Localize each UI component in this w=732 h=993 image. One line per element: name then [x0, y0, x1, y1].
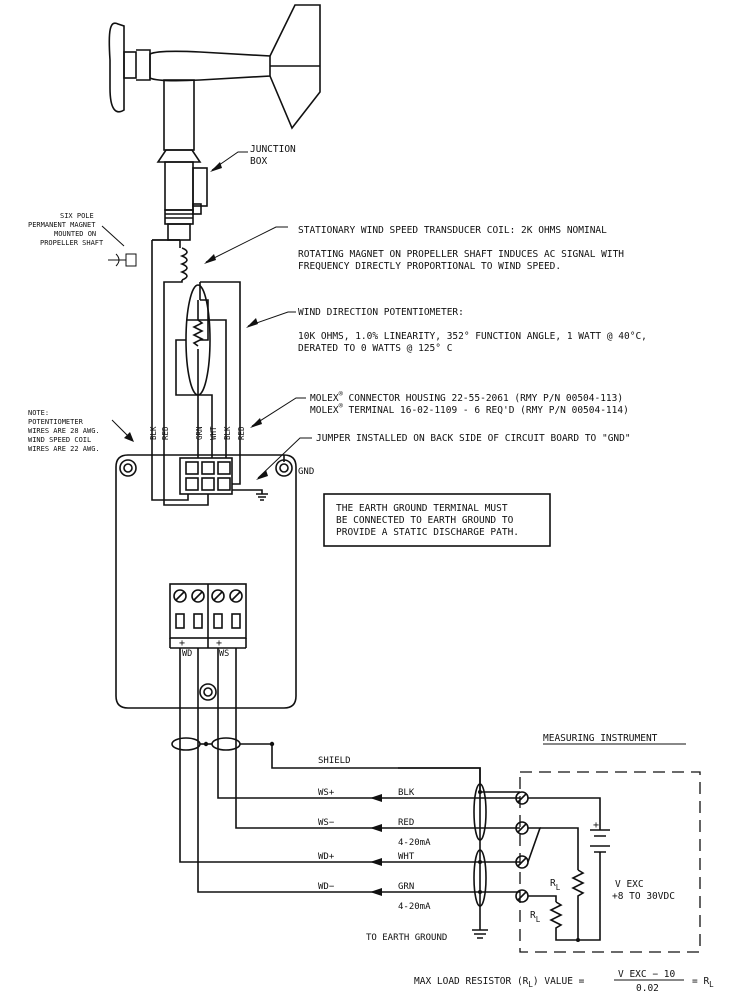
earth-ground-note [323, 493, 551, 547]
formula-mid: ) VALUE = [533, 976, 585, 987]
label-gnd: GND [298, 467, 314, 477]
wire-label-grn: GRN [195, 426, 204, 440]
molex-brand-1: MOLEX [310, 393, 339, 404]
formula-lead: MAX LOAD RESISTOR (R [414, 976, 529, 987]
load-resistor-1 [571, 869, 585, 940]
label-coil-line3: FREQUENCY DIRECTLY PROPORTIONAL TO WIND … [298, 261, 561, 272]
propeller-blade [108, 22, 125, 113]
label-red: RED [398, 818, 414, 828]
svg-text:RL: RL [550, 878, 561, 892]
note-line1: NOTE: [28, 409, 49, 417]
label-coil-line2: ROTATING MAGNET ON PROPELLER SHAFT INDUC… [298, 249, 624, 260]
label-coil-line1: STATIONARY WIND SPEED TRANSDUCER COIL: 2… [298, 225, 607, 236]
label-junction-box-line1: JUNCTION [250, 144, 296, 155]
rl-1-sub: L [556, 883, 561, 892]
label-junction-box-line2: BOX [250, 156, 267, 167]
label-magnet-line3: MOUNTED ON [54, 230, 96, 238]
formula: MAX LOAD RESISTOR (RL) VALUE = V EXC − 1… [414, 969, 714, 993]
label-pot-line2: 10K OHMS, 1.0% LINEARITY, 352° FUNCTION … [298, 331, 647, 342]
propeller-nose [136, 49, 151, 81]
coil [179, 247, 188, 281]
wire-label-red-1: RED [161, 426, 170, 440]
formula-sub-2: L [709, 980, 714, 989]
wind-sensor [108, 4, 321, 241]
label-ws-plus: WS+ [318, 788, 335, 798]
registered-mark-2: ® [339, 402, 344, 410]
note-line5: WIRES ARE 22 AWG. [28, 445, 100, 453]
twisted-pairs [398, 767, 520, 939]
earth-note-line1: THE EARTH GROUND TERMINAL MUST [336, 503, 508, 514]
label-wht: WHT [398, 852, 415, 862]
mounting-hole [199, 683, 217, 701]
label-pot-line1: WIND DIRECTION POTENTIOMETER: [298, 307, 464, 318]
label-wd: WD [182, 649, 192, 659]
measuring-instrument-box [519, 771, 701, 953]
label-grn: GRN [398, 882, 414, 892]
note-line2: POTENTIOMETER [28, 418, 84, 426]
label-magnet-line2: PERMANENT MAGNET [28, 221, 96, 229]
vexc-line2: +8 TO 30VDC [612, 891, 675, 902]
potentiometer [192, 319, 204, 347]
label-blk: BLK [398, 788, 415, 798]
label-jumper: JUMPER INSTALLED ON BACK SIDE OF CIRCUIT… [316, 433, 631, 444]
molex-brand-2: MOLEX [310, 405, 339, 416]
label-shield: SHIELD [318, 756, 351, 766]
terminal-plus-1: + [179, 638, 185, 649]
label-ws: WS [219, 649, 229, 659]
wire-label-wht: WHT [209, 426, 218, 440]
molex-connector [179, 457, 233, 495]
registered-mark-1: ® [339, 390, 344, 398]
label-4-20ma-1: 4-20mA [398, 838, 431, 848]
circuit-board [115, 420, 297, 709]
label-to-earth-ground: TO EARTH GROUND [366, 933, 447, 943]
rl-2-sub: L [536, 915, 541, 924]
label-wd-minus: WD− [318, 882, 335, 892]
label-ws-minus: WS− [318, 818, 335, 828]
mast [163, 79, 195, 151]
note-line3: WIRES ARE 28 AWG. [28, 427, 100, 435]
cable [171, 455, 481, 910]
junction-box [164, 161, 194, 211]
earth-note-line2: BE CONNECTED TO EARTH GROUND TO [336, 515, 514, 526]
battery-plus: + [593, 820, 599, 831]
formula-eq: = R [692, 976, 709, 987]
formula-numerator: V EXC − 10 [618, 969, 675, 980]
wire-label-blk-1: BLK [149, 426, 158, 440]
label-measuring-instrument: MEASURING INSTRUMENT [543, 733, 658, 744]
label-wd-plus: WD+ [318, 852, 335, 862]
label-magnet-line1: SIX POLE [60, 212, 94, 220]
molex-line2: TERMINAL 16-02-1109 - 6 REQ'D (RMY P/N 0… [343, 405, 629, 416]
note-line4: WIND SPEED COIL [28, 436, 91, 444]
battery [590, 829, 610, 853]
magnet-symbol [108, 253, 137, 267]
svg-text:MOLEX® TERMINAL 16-02-1109 - 6: MOLEX® TERMINAL 16-02-1109 - 6 REQ'D (RM… [310, 402, 629, 416]
terminal-plus-2: + [216, 638, 222, 649]
svg-text:MOLEX® CONNECTOR HOUSING 22-55: MOLEX® CONNECTOR HOUSING 22-55-2061 (RMY… [310, 390, 623, 404]
tail-fin [269, 4, 321, 130]
rl-2: R [530, 910, 536, 921]
sensor-wiring [151, 239, 241, 420]
label-4-20ma-2: 4-20mA [398, 902, 431, 912]
wire-label-red-2: RED [237, 426, 246, 440]
earth-note-line3: PROVIDE A STATIC DISCHARGE PATH. [336, 527, 519, 538]
sensor-body [149, 50, 271, 82]
label-pot-line3: DERATED TO 0 WATTS @ 125° C [298, 343, 452, 354]
molex-line1: CONNECTOR HOUSING 22-55-2061 (RMY P/N 00… [343, 393, 623, 404]
formula-denominator: 0.02 [636, 983, 659, 993]
rl-1: R [550, 878, 556, 889]
vexc-line1: V EXC [615, 879, 644, 890]
formula-sub-1: L [528, 980, 533, 989]
svg-text:RL: RL [530, 910, 541, 924]
wire-label-blk-2: BLK [223, 426, 232, 440]
label-magnet-line4: PROPELLER SHAFT [40, 239, 104, 247]
svg-text:MAX LOAD RESISTOR (RL) VALUE =: MAX LOAD RESISTOR (RL) VALUE = [414, 976, 585, 989]
propeller-hub [123, 51, 137, 79]
svg-text:= RL: = RL [692, 976, 714, 989]
